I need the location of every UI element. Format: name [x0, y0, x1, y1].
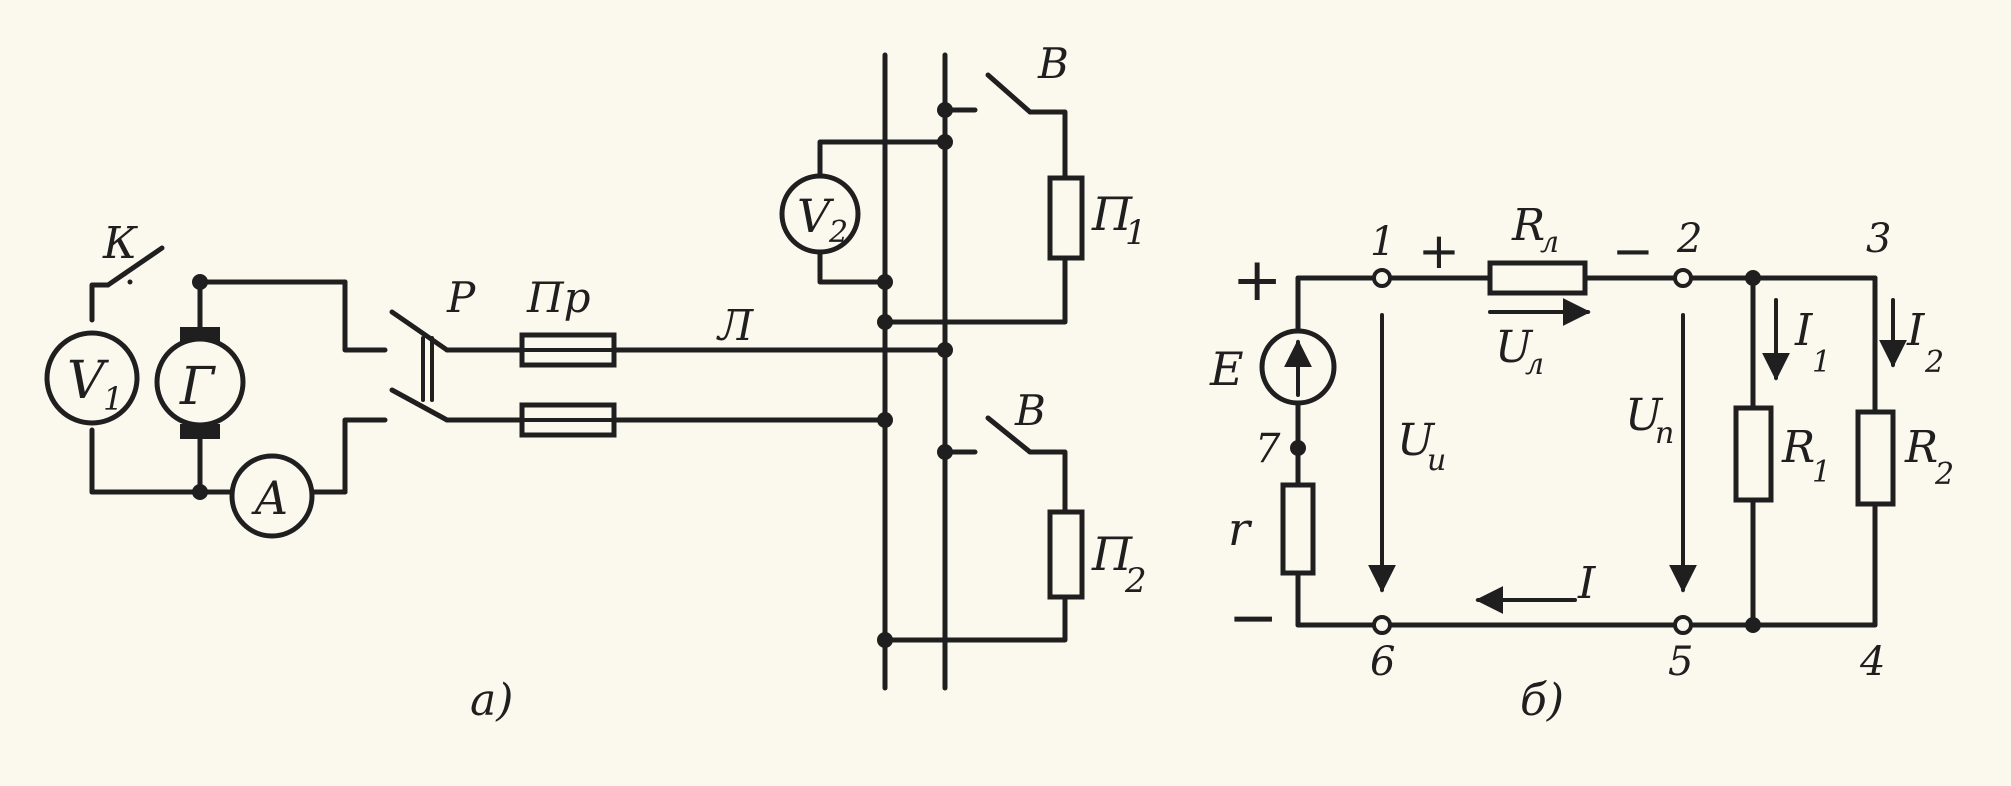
ul-sub: л [1525, 347, 1544, 382]
resistor-r [1280, 482, 1316, 576]
r2-label: R 2 [1904, 422, 1954, 492]
consumer-2-branch [877, 415, 1085, 648]
plus-terminal-label: + [1232, 245, 1282, 315]
diagram-b: + − + − E r R л U л U и U п I I 1 I 2 [1209, 200, 1954, 726]
i1-sub: 1 [1812, 345, 1831, 380]
caption-b: б) [1520, 675, 1564, 726]
terminal-5 [1673, 615, 1693, 635]
load-p2-label: П 2 [1091, 527, 1147, 601]
terminal-2 [1673, 268, 1693, 288]
plus-near-rl: + [1418, 222, 1460, 280]
i1-label: I 1 [1794, 305, 1831, 380]
r1-sub: 1 [1812, 455, 1831, 490]
voltmeter-v2-sub: 2 [828, 215, 848, 250]
load-p1-sub: 1 [1125, 213, 1147, 253]
switch-k-blade [105, 245, 165, 288]
voltmeter-v1-sub: 1 [103, 380, 123, 418]
node-3-label: 3 [1866, 216, 1891, 262]
minus-near-rl: − [1612, 222, 1654, 280]
fuse-label: Пр [526, 273, 591, 322]
line-label: Л [716, 301, 754, 350]
resistor-r1 [1733, 405, 1774, 503]
ul-letter: U [1495, 322, 1534, 373]
ammeter-letter: А [251, 471, 289, 525]
generator-letter: Г [179, 357, 216, 417]
rl-sub: л [1540, 225, 1559, 260]
breaker-top-label: В [1037, 39, 1069, 88]
node-4-label: 4 [1859, 639, 1885, 685]
r2-sub: 2 [1934, 457, 1954, 492]
rl-label: R л [1511, 200, 1559, 260]
node-7 [1290, 440, 1306, 456]
node-7-label: 7 [1255, 426, 1281, 472]
r2-letter: R [1904, 422, 1938, 473]
fuses [519, 332, 617, 438]
diagram-a: V 1 Г А К Р [44, 39, 1147, 726]
node-2-label: 2 [1676, 216, 1702, 262]
voltmeter-v2-letter: V [797, 189, 835, 243]
i1-letter: I [1794, 305, 1814, 356]
generator-circuit [89, 245, 388, 500]
voltmeter-v1-letter: V [67, 351, 109, 411]
terminal-1 [1372, 268, 1392, 288]
u-source-sub: и [1427, 443, 1446, 478]
consumer-1-branch [817, 72, 1085, 330]
node-6-label: 6 [1370, 639, 1395, 685]
u-source-label: U и [1397, 415, 1446, 478]
u-load-letter: U [1625, 390, 1664, 441]
voltmeter-v1: V 1 [44, 330, 140, 426]
load-p1-label: П 1 [1091, 187, 1147, 253]
u-load-sub: п [1655, 416, 1674, 451]
load-p1-letter: П [1091, 187, 1133, 241]
resistor-rl [1487, 260, 1588, 296]
i2-label: I 2 [1906, 305, 1944, 380]
source-e-label: E [1209, 342, 1244, 396]
voltmeter-v2: V 2 [779, 173, 861, 255]
internal-r-label: r [1228, 502, 1253, 556]
minus-terminal-label: − [1228, 583, 1278, 653]
ammeter-a: А [229, 453, 315, 539]
terminal-6 [1372, 615, 1392, 635]
r1-label: R 1 [1781, 422, 1831, 490]
ul-label: U л [1495, 322, 1544, 382]
resistor-r2 [1855, 409, 1896, 507]
r1-letter: R [1781, 422, 1815, 473]
node-5-label: 5 [1668, 639, 1693, 685]
switch-k-label: К [102, 218, 138, 269]
u-source-letter: U [1397, 415, 1436, 466]
node-1-label: 1 [1370, 219, 1395, 265]
switch-p-label: Р [446, 273, 476, 322]
current-label: I [1577, 558, 1597, 609]
i2-letter: I [1906, 305, 1926, 356]
i2-sub: 2 [1924, 345, 1944, 380]
load-p2-letter: П [1091, 527, 1133, 581]
source-e [1259, 328, 1337, 406]
u-load-label: U п [1625, 390, 1674, 451]
breaker-bottom-label: В [1014, 386, 1046, 435]
caption-a: а) [470, 675, 513, 726]
rl-letter: R [1511, 200, 1545, 251]
switch-p [389, 309, 523, 423]
load-p2-sub: 2 [1124, 561, 1147, 601]
generator-g: Г [154, 327, 246, 439]
